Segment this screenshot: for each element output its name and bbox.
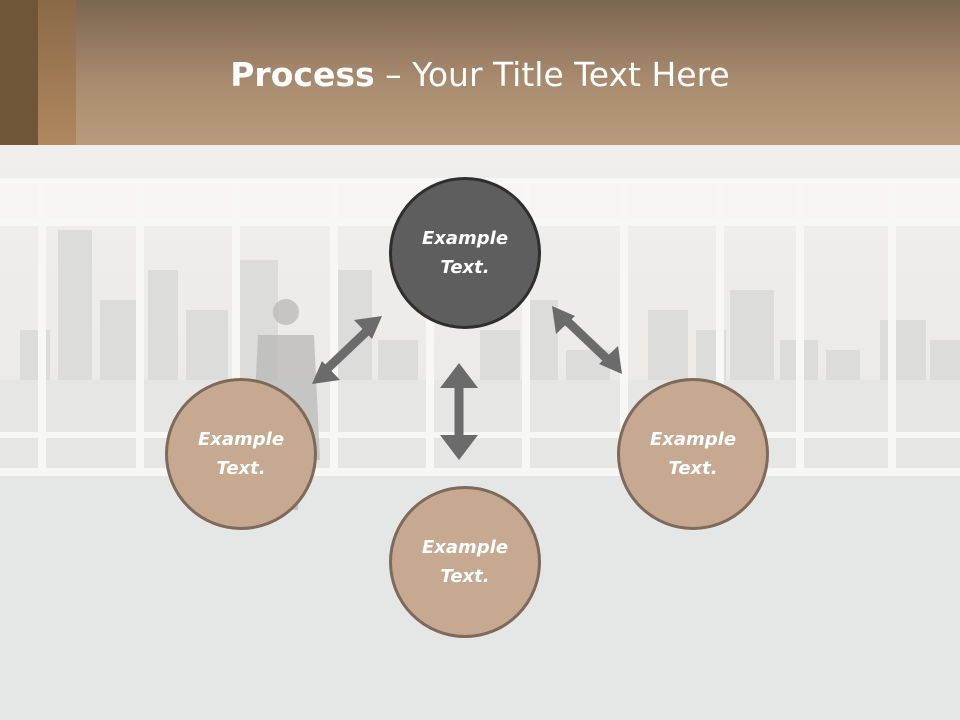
title-banner: Process – Your Title Text Here <box>0 0 960 145</box>
node-top-label: Example Text. <box>421 228 509 278</box>
arrow-left-top <box>312 316 382 384</box>
node-bottom-label: Example Text. <box>421 537 509 587</box>
node-left-label: Example Text. <box>197 429 285 479</box>
process-node-left: Example Text. <box>165 378 317 530</box>
banner-side-block <box>0 0 38 145</box>
arrow-vertical <box>440 363 478 460</box>
process-node-right: Example Text. <box>617 378 769 530</box>
node-right-label: Example Text. <box>649 429 737 479</box>
banner-divider <box>0 145 960 150</box>
title-bold-text: Process <box>230 55 375 94</box>
process-node-top: Example Text. <box>389 177 541 329</box>
slide-title: Process – Your Title Text Here <box>0 55 960 95</box>
process-node-bottom: Example Text. <box>389 486 541 638</box>
connector-arrows <box>312 306 622 460</box>
title-rest-text: – Your Title Text Here <box>374 55 730 94</box>
arrow-top-right <box>552 306 622 374</box>
banner-accent-stripe <box>38 0 76 145</box>
